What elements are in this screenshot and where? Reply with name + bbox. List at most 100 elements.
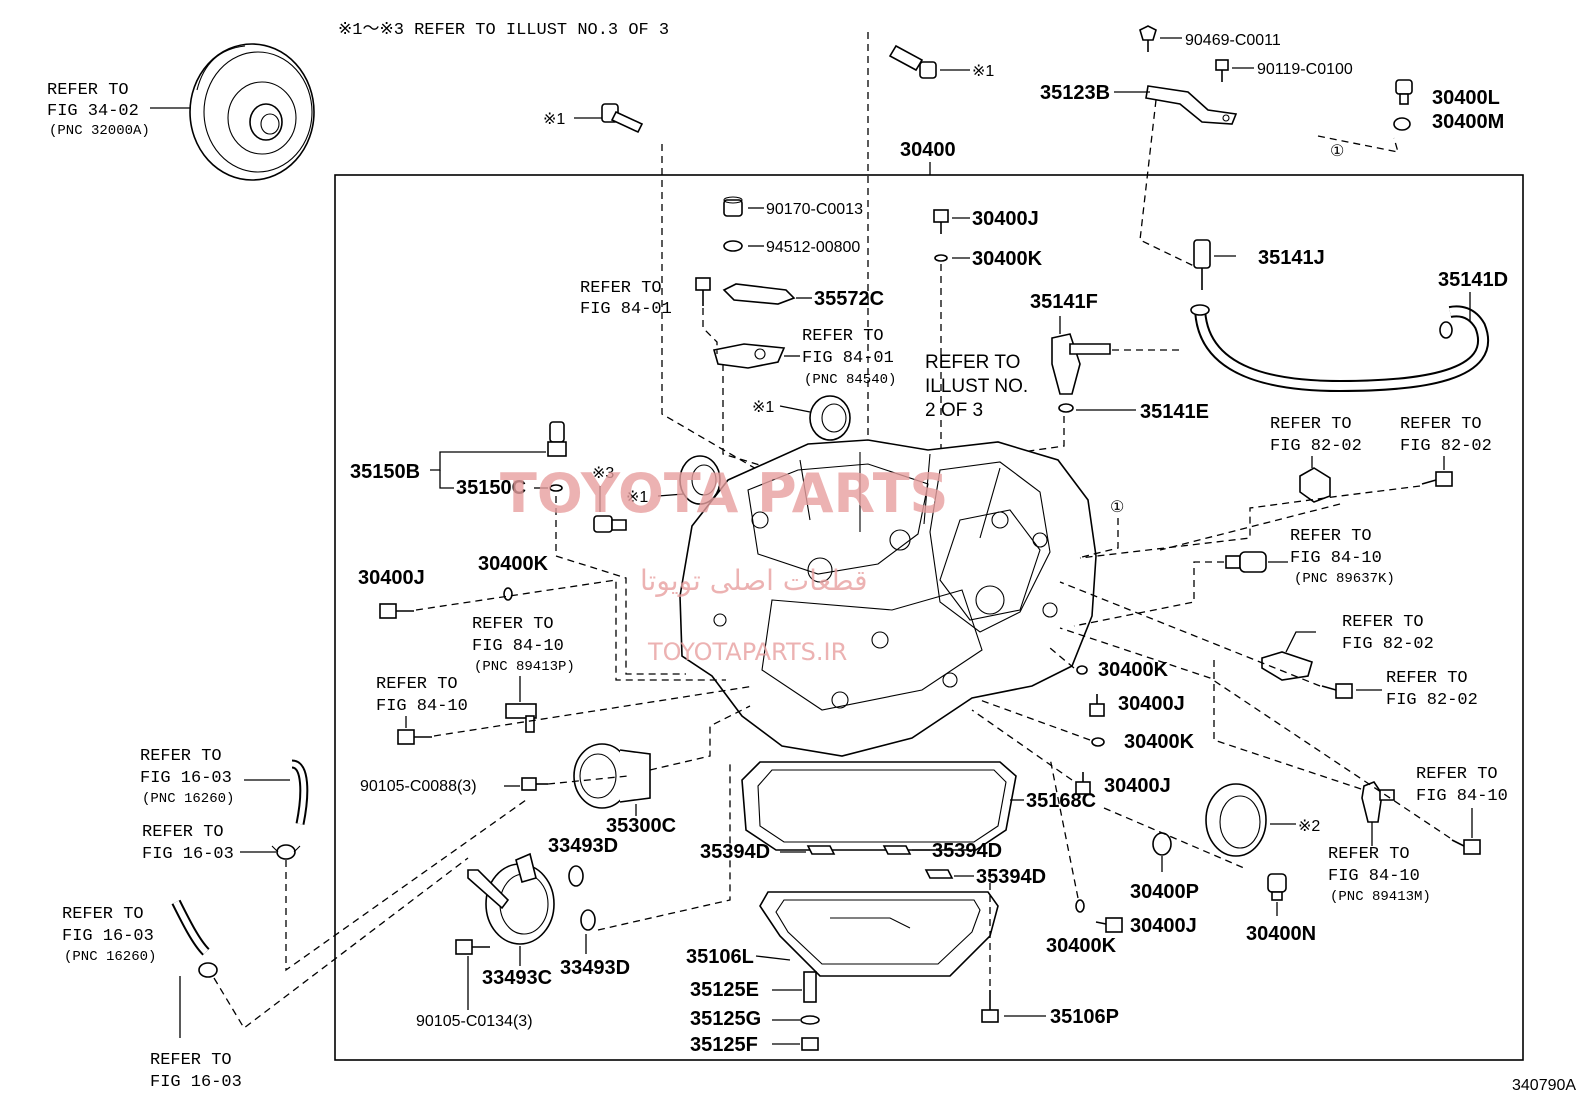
ref-fig-82-02c-l2: FIG 82-02: [1342, 635, 1434, 654]
bolt-90119: [1215, 59, 1229, 82]
bracket-fig-82-02c: [1261, 651, 1313, 681]
ref-illust-2-l2: ILLUST NO.: [925, 376, 1028, 397]
torque-converter: [189, 43, 315, 181]
part-35150c[interactable]: 35150C: [456, 477, 526, 499]
ref-fig-34-02-l3: (PNC 32000A): [49, 123, 150, 139]
hose-35141d: [1190, 304, 1489, 393]
magnet-35394d-a: [806, 845, 836, 855]
part-35572c[interactable]: 35572C: [814, 288, 884, 310]
ref-fig-84-10d-l2: FIG 84-10: [1416, 787, 1508, 806]
part-33493c[interactable]: 33493C: [482, 967, 552, 989]
ref-fig-16-03a-l2: FIG 16-03: [140, 769, 232, 788]
washer-94512: [723, 240, 743, 252]
part-30400k-r2[interactable]: 30400K: [1124, 731, 1195, 753]
bolt-fig-84-10d: [1451, 839, 1481, 855]
bolt-90469: [1139, 25, 1157, 52]
oring-33493d-b: [580, 909, 596, 931]
oring-35150c: [549, 484, 563, 492]
part-90170-c0013[interactable]: 90170-C0013: [766, 201, 863, 218]
part-30400j-top[interactable]: 30400J: [972, 208, 1039, 230]
part-30400k-left[interactable]: 30400K: [478, 553, 549, 575]
ref-fig-84-01b-l1: REFER TO: [802, 327, 884, 346]
part-30400j-r1[interactable]: 30400J: [1118, 693, 1185, 715]
part-35141f[interactable]: 35141F: [1030, 291, 1098, 313]
part-90105-c0134[interactable]: 90105-C0134(3): [416, 1013, 533, 1030]
ref-fig-16-03a-l3: (PNC 16260): [142, 791, 234, 807]
sensor-89413p: [505, 703, 537, 733]
part-35123b[interactable]: 35123B: [1040, 82, 1110, 104]
ref-fig-34-02-l2: FIG 34-02: [47, 102, 139, 121]
part-35300c[interactable]: 35300C: [606, 815, 676, 837]
part-35125f[interactable]: 35125F: [690, 1034, 758, 1056]
plug-35125e: [803, 971, 817, 1003]
part-94512-00800[interactable]: 94512-00800: [766, 239, 860, 256]
bolt-ref1-top: [888, 44, 937, 79]
part-35106p[interactable]: 35106P: [1050, 1006, 1119, 1028]
ref-fig-84-10e-l2: FIG 84-10: [1328, 867, 1420, 886]
bolt-35106p: [981, 990, 999, 1023]
sensor-89413m: [1361, 781, 1395, 823]
oring-30400k-r2: [1091, 737, 1105, 747]
ref-fig-16-03c-l3: (PNC 16260): [64, 949, 156, 965]
ref-fig-84-10b-l2: FIG 84-10: [472, 637, 564, 656]
ref-fig-84-10d-l1: REFER TO: [1416, 765, 1498, 784]
bolt-90105-c0134: [455, 939, 490, 955]
part-35394d-c[interactable]: 35394D: [976, 866, 1046, 888]
ref1-bolt-left: ※1: [543, 111, 565, 128]
part-30400k-r1[interactable]: 30400K: [1098, 659, 1169, 681]
part-35394d-a[interactable]: 35394D: [700, 841, 770, 863]
part-35141d[interactable]: 35141D: [1438, 269, 1508, 291]
oil-pan-35106l: [759, 891, 999, 977]
oring-30400k-r1: [1076, 665, 1088, 675]
ref-fig-16-03d-l1: REFER TO: [150, 1051, 232, 1070]
part-90119-c0100[interactable]: 90119-C0100: [1257, 61, 1353, 78]
ref-fig-84-01a-l2: FIG 84-01: [580, 300, 672, 319]
ref-fig-84-10b-l3: (PNC 89413P): [474, 659, 575, 675]
oring-33493d-a: [568, 865, 584, 887]
part-35168c[interactable]: 35168C: [1026, 790, 1096, 812]
ref-fig-16-03c-l2: FIG 16-03: [62, 927, 154, 946]
part-35125g[interactable]: 35125G: [690, 1008, 761, 1030]
assembly-frame: [334, 174, 1524, 1061]
washer-35125g: [800, 1015, 820, 1025]
part-35394d-b[interactable]: 35394D: [932, 840, 1002, 862]
ref-fig-16-03d-l2: FIG 16-03: [150, 1073, 242, 1092]
part-90469-c0011[interactable]: 90469-C0011: [1185, 32, 1281, 49]
ref-fig-82-02c-l1: REFER TO: [1342, 613, 1424, 632]
ref-fig-84-10a-l2: FIG 84-10: [1290, 549, 1382, 568]
bolt-ref1-left: [601, 103, 644, 134]
part-35150b[interactable]: 35150B: [350, 461, 420, 483]
pipe-35141j: [1193, 239, 1211, 290]
part-35141e[interactable]: 35141E: [1140, 401, 1209, 423]
part-30400l[interactable]: 30400L: [1432, 87, 1500, 109]
part-33493d-b[interactable]: 33493D: [560, 957, 630, 979]
magnet-35394d-b: [882, 845, 912, 855]
part-90105-c0088[interactable]: 90105-C0088(3): [360, 778, 477, 795]
part-30400j-b[interactable]: 30400J: [1130, 915, 1197, 937]
part-30400k-b[interactable]: 30400K: [1046, 935, 1117, 957]
ref-fig-16-03b-l2: FIG 16-03: [142, 845, 234, 864]
part-30400k-top[interactable]: 30400K: [972, 248, 1043, 270]
ref-fig-82-02a-l2: FIG 82-02: [1270, 437, 1362, 456]
ref-fig-84-10c-l1: REFER TO: [376, 675, 458, 694]
part-30400m[interactable]: 30400M: [1432, 111, 1504, 133]
part-30400p[interactable]: 30400P: [1130, 881, 1199, 903]
ref-fig-34-02-l1: REFER TO: [47, 81, 129, 100]
ref-fig-84-01b-l3: (PNC 84540): [804, 372, 896, 388]
part-35125e[interactable]: 35125E: [690, 979, 759, 1001]
ref-fig-82-02a-l1: REFER TO: [1270, 415, 1352, 434]
part-30400j-r2[interactable]: 30400J: [1104, 775, 1171, 797]
fitting-35141f: [1051, 333, 1111, 395]
bracket-35572c: [722, 283, 796, 305]
part-30400[interactable]: 30400: [900, 139, 956, 161]
mark-1-top: ①: [1330, 143, 1344, 160]
ref-illust-2-l3: 2 OF 3: [925, 400, 983, 421]
part-33493d-a[interactable]: 33493D: [548, 835, 618, 857]
oring-30400k-left: [503, 587, 513, 601]
part-30400n[interactable]: 30400N: [1246, 923, 1316, 945]
part-35106l[interactable]: 35106L: [686, 946, 754, 968]
part-30400j-left[interactable]: 30400J: [358, 567, 425, 589]
bolt-30400l: [1395, 79, 1413, 105]
part-35141j[interactable]: 35141J: [1258, 247, 1325, 269]
